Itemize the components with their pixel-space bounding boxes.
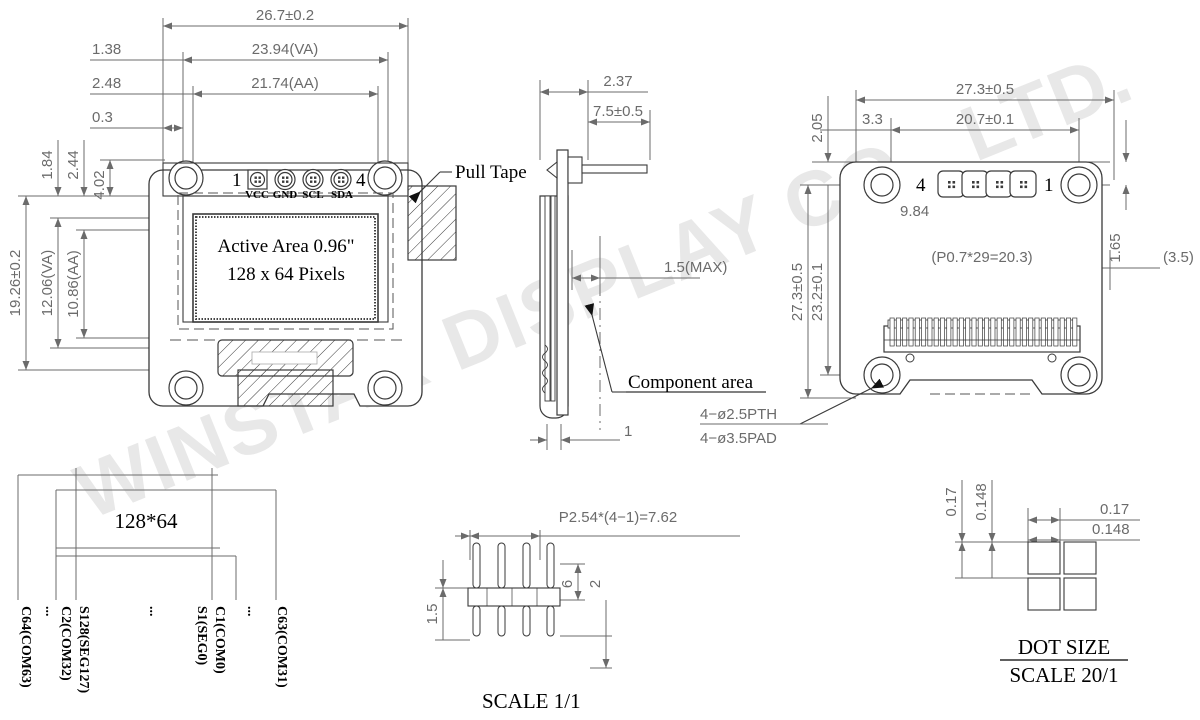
pin-label-scl: SCL [302,189,323,201]
callout-pth: 4−ø2.5PTH [700,406,777,423]
pin-map-lines [17,468,277,600]
pin-map-label-0: C64(COM63) [18,606,33,688]
dim-3-5: (3.5) [1163,249,1194,266]
pin-map-label-3: S128(SEG127) [76,606,91,693]
dim-0-3: 0.3 [92,109,113,126]
rear-view-body [700,161,1103,425]
dot-size-title: DOT SIZE [1018,635,1110,659]
pin-map-label-5: S1(SEG0) [194,606,209,665]
dim-26-7: 26.7±0.2 [256,7,314,24]
pin-label-sda: SDA [331,189,353,201]
front-view-body [148,160,457,407]
rear-pin-number-1: 1 [1044,175,1054,196]
dim-1-side: 1 [624,423,632,440]
pull-tape-leader [408,171,452,204]
pin-map-label-1: ... [42,606,57,617]
dim-7-5: 7.5±0.5 [593,103,643,120]
dim-dot-h-0-148: 0.148 [1092,521,1130,538]
connector-detail-body [467,542,561,637]
dim-27-3-h: 27.3±0.5 [956,81,1014,98]
dim-p07-29: (P0.7*29=20.3) [931,249,1032,266]
dim-2-37: 2.37 [603,73,632,90]
front-view-pin-pads [247,168,352,191]
dim-12-06-va: 12.06(VA) [39,250,56,316]
dim-10-86-aa: 10.86(AA) [65,250,82,318]
fpc-connector [883,317,1081,353]
pin-map-label-7: ... [244,606,259,617]
dim-1-84: 1.84 [39,150,56,179]
pin-number-4: 4 [356,170,366,191]
callout-pad: 4−ø3.5PAD [700,430,777,447]
dim-2-05: 2.05 [809,113,826,142]
pin-map-title: 128*64 [115,509,179,533]
dim-conn-1-5: 1.5 [424,604,441,625]
dim-27-3-v: 27.3±0.5 [789,263,806,321]
pin-map-label-4: ... [146,606,161,617]
dim-conn-6: 6 [559,580,576,588]
dim-1-38: 1.38 [92,41,121,58]
pin-map-label-2: C2(COM32) [58,606,73,681]
dot-detail-dims [955,480,1140,579]
dim-2-44: 2.44 [65,150,82,179]
pin-label-gnd: GND [273,189,298,201]
dot-detail-squares [1027,541,1097,611]
dim-4-02: 4.02 [91,170,108,199]
side-view-body [539,149,648,419]
dim-2-48: 2.48 [92,75,121,92]
side-view-dimensions [530,80,700,450]
dim-pitch-2-54: P2.54*(4−1)=7.62 [559,509,677,526]
callout-component-area: Component area [628,372,754,393]
dim-1-5-max: 1.5(MAX) [664,259,727,276]
dim-dot-v-0-17: 0.17 [943,487,960,516]
dim-21-74-aa: 21.74(AA) [251,75,319,92]
dim-23-2: 23.2±0.1 [809,263,826,321]
dim-23-94-va: 23.94(VA) [252,41,318,58]
dim-20-7: 20.7±0.1 [956,111,1014,128]
dim-dot-h-0-17: 0.17 [1100,501,1129,518]
rear-pin-number-4: 4 [916,175,926,196]
connector-detail-dims [435,530,740,669]
dim-19-26: 19.26±0.2 [7,250,24,317]
dim-1-65: 1.65 [1107,233,1124,262]
callout-pull-tape: Pull Tape [455,162,527,183]
active-area-line2: 128 x 64 Pixels [227,264,345,285]
pin-map-label-6: C1(COM0) [212,606,227,674]
pin-number-1: 1 [232,170,242,191]
dim-3-3: 3.3 [862,111,883,128]
pin-map-label-8: C63(COM31) [274,606,289,688]
dim-conn-2: 2 [587,580,604,588]
dim-dot-v-0-148: 0.148 [973,483,990,521]
connector-scale-label: SCALE 1/1 [482,689,581,713]
active-area-line1: Active Area 0.96" [217,236,354,257]
dot-size-scale: SCALE 20/1 [1009,663,1118,687]
pin-label-vcc: VCC [245,189,269,201]
dim-9-84: 9.84 [900,203,929,220]
